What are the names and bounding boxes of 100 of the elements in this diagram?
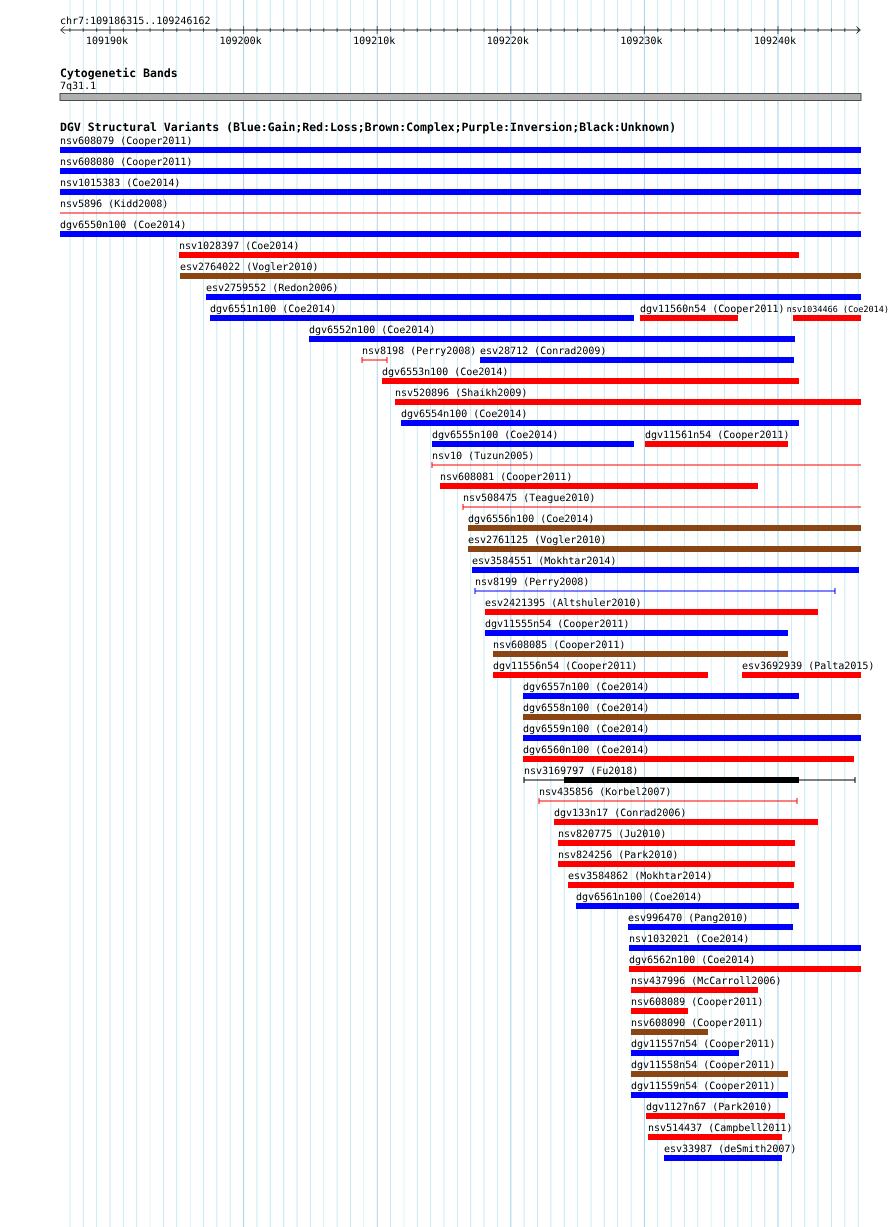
node-label: nsv608085 (Cooper2011) [493,640,624,651]
node-label: 7q31.1 [60,81,96,92]
node-label: esv33987 (deSmith2007) [664,1144,795,1154]
node-label: esv2764022 (Vogler2010) [180,262,317,273]
variant-feature: nsv5896 (Kidd2008) [59,199,862,214]
variant-feature: dgv6559n100 (Coe2014) [523,724,861,741]
variant-feature: nsv1028397 (Coe2014) [179,241,799,258]
node-label: dgv11560n54 (Cooper2011) [640,304,783,315]
variant-feature: nsv608089 (Cooper2011) [631,997,762,1014]
node-label: dgv6562n100 (Coe2014) [629,955,754,966]
node-label: nsv437996 (McCarroll2006) [631,976,780,986]
node-label: dgv6550n100 (Coe2014) [60,220,185,231]
variant-feature: dgv133n17 (Conrad2006) [554,808,818,825]
tick-label: 109210k [354,36,396,45]
variant-feature: dgv6560n100 (Coe2014) [523,745,854,762]
variant-feature: dgv6562n100 (Coe2014) [629,955,861,972]
variant-feature: dgv6561n100 (Coe2014) [576,892,799,909]
node-label: esv2759552 (Redon2006) [206,283,337,293]
variant-feature: dgv6554n100 (Coe2014) [401,409,799,426]
node-label: nsv1034466 (Coe2014) [787,305,888,314]
variant-feature: nsv1015383 (Coe2014) [60,178,861,195]
node-label: nsv608080 (Cooper2011) [60,157,191,168]
node-label: nsv1015383 (Coe2014) [60,178,179,188]
tick-label: 109190k [87,36,128,45]
variant-feature: esv3584551 (Mokhtar2014) [472,556,859,573]
variant-feature: dgv6551n100 (Coe2014) [210,304,634,321]
variant-feature: dgv6550n100 (Coe2014) [60,220,861,237]
node-label: nsv608079 (Cooper2011) [60,136,191,147]
node-label: dgv6557n100 (Coe2014) [523,682,648,693]
variant-feature: dgv11560n54 (Cooper2011) [640,304,783,321]
node-label: esv3584551 (Mokhtar2014) [472,556,615,566]
track-title: Cytogenetic Bands [60,67,177,80]
variant-feature: dgv6553n100 (Coe2014) [382,367,799,384]
variant-feature: dgv6558n100 (Coe2014) [523,703,861,720]
variant-feature: dgv11557n54 (Cooper2011) [631,1039,774,1056]
node-label: dgv6561n100 (Coe2014) [576,892,701,903]
node-label: dgv11559n54 (Cooper2011) [631,1081,774,1092]
variant-feature: nsv820775 (Ju2010) [558,829,795,846]
node-label: esv3584862 (Mokhtar2014) [568,871,711,881]
variant-feature: nsv608090 (Cooper2011) [631,1018,762,1035]
node-label: dgv6552n100 (Coe2014) [309,325,434,336]
variant-feature: nsv10 (Tuzun2005) [431,451,862,469]
node-label: dgv11558n54 (Cooper2011) [631,1060,774,1071]
variant-feature: esv2761125 (Vogler2010) [468,535,861,552]
node-label: dgv11556n54 (Cooper2011) [493,661,636,672]
node-label: nsv820775 (Ju2010) [558,829,665,839]
position-label: chr7:109186315..109246162 [60,16,210,25]
node-label: nsv520896 (Shaikh2009) [395,388,526,398]
node-label: nsv608081 (Cooper2011) [440,472,571,483]
variant-feature: dgv11556n54 (Cooper2011) [493,661,708,678]
variant-feature: nsv608081 (Cooper2011) [440,472,758,489]
variant-feature: dgv11559n54 (Cooper2011) [631,1081,788,1098]
variant-feature: nsv1032021 (Coe2014) [629,934,861,951]
node-label: dgv11555n54 (Cooper2011) [485,619,628,630]
node-label: dgv1127n67 (Park2010) [646,1102,771,1113]
variant-feature: dgv6556n100 (Coe2014) [468,514,861,531]
node-label: esv3692939 (Palta2015) [742,661,873,671]
tick-label: 109230k [621,36,663,45]
tick-label: 109220k [487,36,529,45]
variant-feature: esv2421395 (Altshuler2010) [485,598,818,615]
variant-feature: nsv8199 (Perry2008) [474,577,836,595]
node-label: dgv6554n100 (Coe2014) [401,409,526,420]
tick-label: 109200k [220,36,262,45]
node-label: esv2761125 (Vogler2010) [468,535,605,546]
node-label: nsv608089 (Cooper2011) [631,997,762,1008]
variant-feature: dgv6552n100 (Coe2014) [309,325,795,342]
track-title: DGV Structural Variants (Blue:Gain;Red:Loss;Brown:Complex;Purple:Inversion;Black:Unknown) [60,121,674,134]
node-label: dgv6560n100 (Coe2014) [523,745,648,756]
variant-feature: esv33987 (deSmith2007) [664,1144,795,1161]
node-label: nsv514437 (Campbell2011) [648,1123,791,1134]
variant-feature: nsv435856 (Korbel2007) [538,787,798,805]
variant-feature: nsv508475 (Teague2010) [462,493,862,511]
variant-feature: dgv11555n54 (Cooper2011) [485,619,788,636]
node-label: nsv1028397 (Coe2014) [179,241,298,251]
node-label: esv996470 (Pang2010) [628,913,747,924]
variant-feature: nsv520896 (Shaikh2009) [395,388,861,405]
node-label: dgv6559n100 (Coe2014) [523,724,648,735]
tick-label: 109240k [755,36,796,45]
node-label: esv2421395 (Altshuler2010) [485,598,640,608]
variant-feature: dgv6555n100 (Coe2014) [432,430,634,447]
variant-feature: nsv608080 (Cooper2011) [60,157,861,174]
variant-feature: dgv11561n54 (Cooper2011) [645,430,788,447]
node-label: nsv3169797 (Fu2018) [524,766,637,776]
variant-feature: nsv3169797 (Fu2018) [523,766,856,784]
variant-feature: esv996470 (Pang2010) [628,913,793,930]
variant-feature: nsv8198 (Perry2008) [361,346,475,364]
node-label: dgv6555n100 (Coe2014) [432,430,557,441]
node-label: dgv11561n54 (Cooper2011) [645,430,788,441]
node-label: dgv11557n54 (Cooper2011) [631,1039,774,1050]
variant-feature: nsv1034466 (Coe2014) [787,305,888,321]
node-label: dgv6553n100 (Coe2014) [382,367,507,378]
variant-feature: nsv608085 (Cooper2011) [493,640,788,657]
variant-feature: nsv608079 (Cooper2011) [60,136,861,153]
variant-feature: esv3692939 (Palta2015) [742,661,873,678]
variant-feature: nsv514437 (Campbell2011) [648,1123,791,1140]
node-label: dgv133n17 (Conrad2006) [554,808,685,819]
variant-feature: esv28712 (Conrad2009) [480,346,794,363]
variant-feature: dgv6557n100 (Coe2014) [523,682,799,699]
variant-feature: dgv1127n67 (Park2010) [646,1102,785,1119]
node-label: nsv824256 (Park2010) [558,850,677,860]
